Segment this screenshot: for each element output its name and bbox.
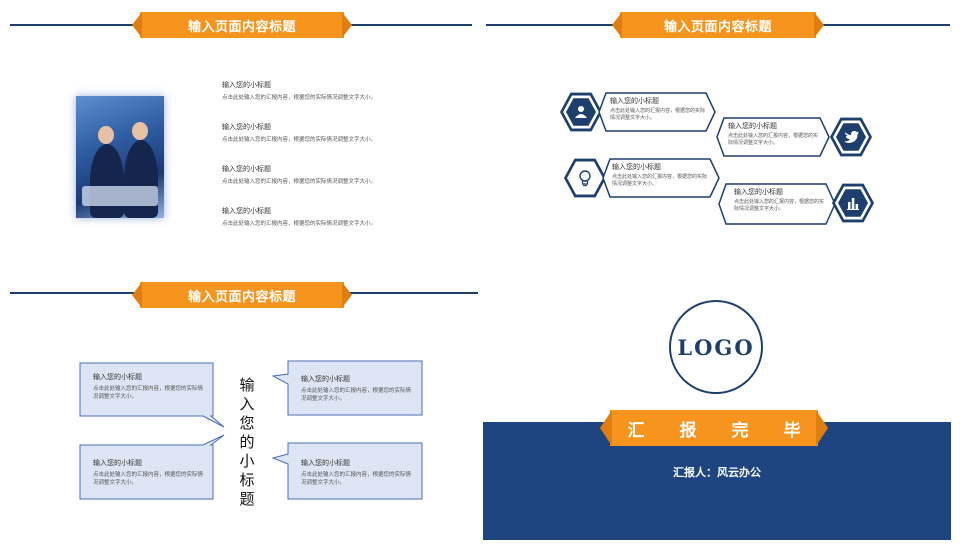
item-body: 点击此处输入您的汇报内容，根据您的实际情况调整文字大小。	[734, 199, 825, 212]
closing-char: 汇	[627, 420, 645, 441]
slide-title: 输入页面内容标题	[663, 19, 772, 35]
item-body: 点击此处输入您的汇报内容，根据您的实际情况调整文字大小。	[610, 108, 706, 121]
item-title: 输入您的小标题	[728, 122, 777, 130]
item-title: 输入您的小标题	[301, 459, 350, 467]
item-title: 输入您的小标题	[301, 375, 350, 383]
list-item: 输入您的小标题 点击此处输入您的汇报内容，根据您的实际情况调整文字大小。	[222, 80, 442, 102]
info-card: 输入您的小标题 点击此处输入您的汇报内容，根据您的实际情况调整文字大小。	[602, 158, 720, 198]
callout-box: 输入您的小标题 点击此处输入您的汇报内容，根据您的实际情况调整文字大小。	[79, 362, 225, 428]
item-title: 输入您的小标题	[222, 81, 271, 89]
slide-title: 输入页面内容标题	[187, 289, 296, 305]
slide-title-banner: 输入页面内容标题	[612, 12, 824, 38]
item-title: 输入您的小标题	[612, 163, 661, 171]
item-body: 点击此处输入您的汇报内容，根据您的实际情况调整文字大小。	[301, 388, 412, 402]
slide-3: 输入页面内容标题 输入您的小标题 点击此处输入您的汇报内容，根据您的实际情况调整…	[0, 274, 480, 548]
closing-char: 毕	[783, 420, 801, 441]
item-body: 点击此处输入您的汇报内容，根据您的实际情况调整文字大小。	[222, 179, 377, 185]
info-card: 输入您的小标题 点击此处输入您的汇报内容，根据您的实际情况调整文字大小。	[716, 117, 830, 157]
logo: LOGO	[669, 300, 763, 394]
item-body: 点击此处输入您的汇报内容，根据您的实际情况调整文字大小。	[222, 95, 377, 101]
callout-box: 输入您的小标题 点击此处输入您的汇报内容，根据您的实际情况调整文字大小。	[272, 442, 424, 500]
item-body: 点击此处输入您的汇报内容，根据您的实际情况调整文字大小。	[301, 472, 412, 486]
vertical-subtitle: 输入您的小标题	[239, 376, 255, 508]
closing-banner: 汇 报 完 毕	[600, 410, 828, 446]
list-item: 输入您的小标题 点击此处输入您的汇报内容，根据您的实际情况调整文字大小。	[222, 122, 442, 144]
info-card: 输入您的小标题 点击此处输入您的汇报内容，根据您的实际情况调整文字大小。	[598, 92, 716, 132]
slide-title: 输入页面内容标题	[187, 19, 296, 35]
callout-box: 输入您的小标题 点击此处输入您的汇报内容，根据您的实际情况调整文字大小。	[79, 434, 225, 500]
item-body: 点击此处输入您的汇报内容，根据您的实际情况调整文字大小。	[93, 472, 204, 486]
lightbulb-icon	[564, 158, 606, 198]
bar-chart-icon	[832, 183, 874, 223]
item-body: 点击此处输入您的汇报内容，根据您的实际情况调整文字大小。	[612, 174, 708, 187]
item-title: 输入您的小标题	[734, 188, 783, 196]
business-photo	[76, 96, 164, 218]
item-title: 输入您的小标题	[222, 123, 271, 131]
slide-title-banner: 输入页面内容标题	[132, 282, 352, 308]
item-title: 输入您的小标题	[222, 207, 271, 215]
list-item: 输入您的小标题 点击此处输入您的汇报内容，根据您的实际情况调整文字大小。	[222, 164, 442, 186]
reporter-name: 汇报人：风云办公	[673, 466, 761, 479]
slide-1: 输入页面内容标题 输入您的小标题 点击此处输入您的汇报内容，根据您的实际情况调整…	[0, 0, 480, 274]
twitter-icon	[830, 117, 872, 157]
item-body: 点击此处输入您的汇报内容，根据您的实际情况调整文字大小。	[222, 221, 377, 227]
info-card: 输入您的小标题 点击此处输入您的汇报内容，根据您的实际情况调整文字大小。	[718, 183, 836, 225]
callout-box: 输入您的小标题 点击此处输入您的汇报内容，根据您的实际情况调整文字大小。	[272, 360, 424, 416]
closing-char: 完	[731, 420, 749, 441]
closing-char: 报	[679, 420, 697, 441]
item-body: 点击此处输入您的汇报内容，根据您的实际情况调整文字大小。	[222, 137, 377, 143]
item-body: 点击此处输入您的汇报内容，根据您的实际情况调整文字大小。	[728, 133, 819, 146]
item-body: 点击此处输入您的汇报内容，根据您的实际情况调整文字大小。	[93, 386, 204, 400]
item-title: 输入您的小标题	[610, 97, 659, 105]
list-item: 输入您的小标题 点击此处输入您的汇报内容，根据您的实际情况调整文字大小。	[222, 206, 442, 228]
slide-2: 输入页面内容标题 输入您的小标题 点击此处输入您的汇报内容，根据您的实际情况调整…	[480, 0, 960, 274]
users-icon	[560, 92, 602, 132]
slide-title-banner: 输入页面内容标题	[132, 12, 352, 38]
slide-4: LOGO 汇 报 完 毕 汇报人：风云办公	[480, 274, 960, 548]
item-title: 输入您的小标题	[222, 165, 271, 173]
item-title: 输入您的小标题	[93, 373, 142, 381]
item-title: 输入您的小标题	[93, 459, 142, 467]
